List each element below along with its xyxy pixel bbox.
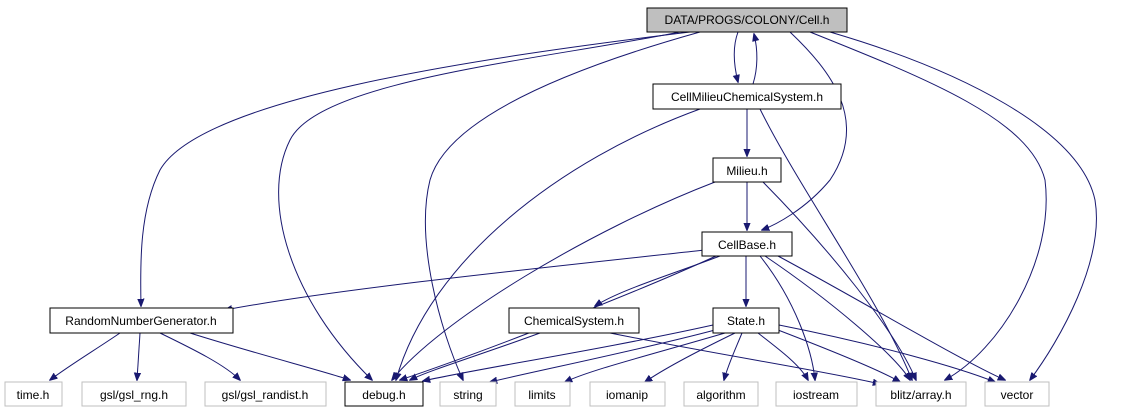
node-string[interactable]: string (439, 381, 497, 407)
node-iostream[interactable]: iostream (775, 381, 858, 407)
svg-text:State.h: State.h (727, 314, 765, 328)
edge-milieu-to-debug (392, 181, 716, 380)
edge-cell-to-vector (829, 31, 1097, 380)
node-cell-h[interactable]: DATA/PROGS/COLONY/Cell.h (646, 7, 848, 33)
node-cellmilieuchemicalsystem-h[interactable]: CellMilieuChemicalSystem.h (652, 83, 842, 110)
svg-text:blitz/array.h: blitz/array.h (890, 388, 951, 402)
node-state-h[interactable]: State.h (712, 307, 780, 334)
svg-text:gsl/gsl_randist.h: gsl/gsl_randist.h (222, 388, 309, 402)
edge-cell-to-blitz (809, 31, 1047, 380)
svg-text:CellBase.h: CellBase.h (718, 238, 776, 252)
edge-state-to-algorithm (724, 332, 743, 380)
svg-text:debug.h: debug.h (362, 388, 405, 402)
edge-state-to-blitz (777, 329, 900, 382)
svg-text:string: string (453, 388, 482, 402)
edge-state-to-vector (778, 324, 995, 382)
edge-chemsys-to-debug (410, 332, 541, 380)
node-cellbase-h[interactable]: CellBase.h (701, 231, 793, 257)
edge-rng-to-time (50, 332, 121, 380)
node-blitz-array-h[interactable]: blitz/array.h (875, 381, 967, 407)
edge-cellbase-to-iostream (759, 255, 815, 380)
edge-cell-to-cellbase (762, 31, 848, 230)
node-gsl-rng-h[interactable]: gsl/gsl_rng.h (81, 381, 187, 407)
edge-state-to-string (490, 329, 716, 382)
svg-text:DATA/PROGS/COLONY/Cell.h: DATA/PROGS/COLONY/Cell.h (665, 13, 830, 27)
edge-state-to-debug (423, 324, 714, 381)
svg-text:RandomNumberGenerator.h: RandomNumberGenerator.h (65, 314, 216, 328)
edge-cellbase-to-chemsys (595, 255, 721, 306)
edge-cellbase-to-blitz (764, 255, 910, 380)
edge-chemsys-to-blitz (609, 332, 880, 384)
node-vector[interactable]: vector (984, 381, 1050, 407)
node-iomanip[interactable]: iomanip (589, 381, 666, 407)
node-time-h[interactable]: time.h (4, 381, 63, 407)
edge-cell-to-string (424, 31, 701, 380)
edge-cell-to-debug (278, 31, 681, 380)
svg-text:Milieu.h: Milieu.h (726, 164, 767, 178)
svg-text:limits: limits (528, 388, 555, 402)
svg-text:iostream: iostream (793, 388, 839, 402)
svg-text:vector: vector (1001, 388, 1034, 402)
svg-text:gsl/gsl_rng.h: gsl/gsl_rng.h (100, 388, 168, 402)
edge-cellmilieu-to-debug (396, 108, 701, 380)
edge-rng-to-gslrandist (159, 332, 240, 380)
svg-text:iomanip: iomanip (606, 388, 648, 402)
edge-cellmilieu-to-cell (753, 34, 757, 85)
edge-rng-to-gslrng (137, 332, 140, 380)
edge-state-to-limits (565, 332, 726, 382)
node-milieu-h[interactable]: Milieu.h (712, 157, 782, 183)
node-gsl-randist-h[interactable]: gsl/gsl_randist.h (204, 381, 327, 407)
edge-milieu-to-blitz (762, 181, 916, 380)
node-debug-h[interactable]: debug.h (344, 381, 424, 407)
svg-text:algorithm: algorithm (696, 388, 745, 402)
svg-text:CellMilieuChemicalSystem.h: CellMilieuChemicalSystem.h (671, 90, 823, 104)
edge-cellbase-to-vector (777, 255, 1005, 380)
edge-state-to-iomanip (645, 332, 736, 382)
edge-cell-to-cellmilieu (734, 31, 738, 82)
node-chemicalsystem-h[interactable]: ChemicalSystem.h (508, 307, 640, 334)
edge-rng-to-debug (189, 332, 350, 380)
edge-state-to-iostream (757, 332, 808, 380)
edge-cellmilieu-to-blitz (759, 108, 912, 380)
node-randomnumbergenerator-h[interactable]: RandomNumberGenerator.h (49, 307, 234, 334)
svg-text:ChemicalSystem.h: ChemicalSystem.h (524, 314, 624, 328)
edge-cellbase-to-rng (225, 249, 706, 310)
svg-text:time.h: time.h (17, 388, 50, 402)
edge-cell-to-rng (141, 31, 691, 306)
node-limits[interactable]: limits (514, 381, 571, 407)
node-algorithm[interactable]: algorithm (683, 381, 759, 407)
